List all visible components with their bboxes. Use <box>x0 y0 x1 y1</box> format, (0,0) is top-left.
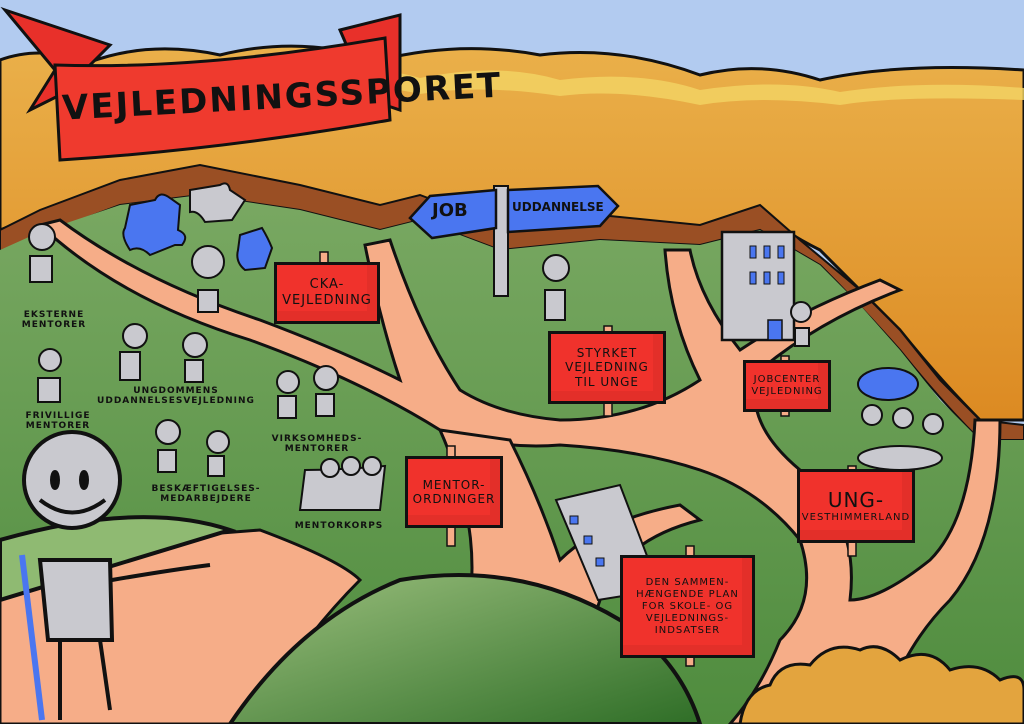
figure-eksterne-mentorer <box>28 223 56 283</box>
label-line: Eksterne <box>23 310 85 320</box>
puzzle-piece-icon <box>236 226 274 272</box>
figure-ungdommens-vejleder <box>119 323 208 383</box>
meeting-people <box>861 404 944 435</box>
speech-bubble-icon <box>857 367 919 401</box>
hill-foreground <box>227 573 703 724</box>
label-virksomheds-mentorer: Virksomheds- mentorer <box>262 434 372 455</box>
sign-cka-vejledning: CKA- vejledning <box>274 262 380 324</box>
sign-ung-vesthimmerland: UNG- Vesthimmerland <box>797 469 915 543</box>
figure-frivillige-mentorer <box>37 348 62 403</box>
sign-line: vejledning <box>282 293 372 308</box>
banner-tail-left <box>0 6 113 114</box>
puzzle-piece-icon <box>189 182 247 224</box>
sign-line: vejledning <box>751 386 823 397</box>
label-line: Virksomheds- <box>271 434 363 444</box>
label-beskaeftigelses-medarbejdere: Beskæftigelses- medarbejdere <box>136 484 276 505</box>
sign-line: CKA- <box>309 277 345 293</box>
figure-thinking-woman <box>542 254 570 321</box>
banner-ribbon <box>53 36 392 162</box>
sign-line: ordninger <box>412 492 496 506</box>
sign-line: til unge <box>574 374 639 389</box>
label-line: uddannelsesvejledning <box>97 396 255 407</box>
label-line: Frivillige <box>25 411 91 421</box>
sign-line: vejledning <box>565 360 649 375</box>
signpost-label-job: Job <box>432 200 468 221</box>
label-ungdommens-uddannelsesvejledning: Ungdommens uddannelsesvejledning <box>86 386 266 407</box>
figure-mentorkorps <box>298 456 387 511</box>
label-mentorkorps: Mentorkorps <box>284 521 394 531</box>
figure-virksomheds-mentorer <box>276 365 339 419</box>
signpost-arrow-uddannelse <box>506 184 620 234</box>
signpost-pole <box>493 185 509 297</box>
sign-line: Mentor- <box>422 477 486 492</box>
signpost-arrow-job <box>408 188 498 240</box>
label-line: Mentorkorps <box>294 521 384 531</box>
sign-line: vejlednings- <box>645 612 730 624</box>
sign-sammenhaengende-plan: Den sammen- hængende plan for skole- og … <box>620 555 755 658</box>
sign-line: for skole- og <box>641 600 734 612</box>
figure-jobcenter-employee <box>790 301 812 347</box>
building-windows <box>749 245 785 285</box>
label-eksterne-mentorer: Eksterne mentorer <box>14 310 94 331</box>
label-line: Ungdommens <box>133 386 219 396</box>
main-hiker-figure <box>22 430 211 720</box>
sign-styrket-vejledning: Styrket vejledning til unge <box>548 331 666 404</box>
sign-line: hængende plan <box>636 588 739 600</box>
label-line: Beskæftigelses- <box>151 484 261 494</box>
label-line: mentorer <box>25 421 91 432</box>
building-door <box>767 319 783 341</box>
figure-beskaeftigelses <box>155 419 230 477</box>
label-frivillige-mentorer: Frivillige mentorer <box>18 411 98 432</box>
sign-line: Jobcenter <box>753 374 821 385</box>
sign-line: UNG- <box>827 488 885 512</box>
sign-jobcenter-vejledning: Jobcenter vejledning <box>743 360 831 412</box>
signpost-label-uddannelse: Uddannelse <box>512 200 604 214</box>
label-line: mentorer <box>284 444 350 455</box>
sign-line: Den sammen- <box>645 576 730 588</box>
label-line: mentorer <box>21 320 87 331</box>
checkbox-icons <box>569 515 605 567</box>
hiking-stick-icon <box>19 554 45 721</box>
puzzle-piece-icon <box>122 193 187 257</box>
sign-line: indsatser <box>654 624 721 636</box>
meeting-table <box>857 445 943 471</box>
sign-mentorordninger: Mentor- ordninger <box>405 456 503 528</box>
forest-highlight <box>300 69 1024 105</box>
label-line: medarbejdere <box>160 494 252 505</box>
bush-bottom-right <box>738 645 1024 724</box>
figure-puzzle-person <box>191 245 225 313</box>
sign-line: Vesthimmerland <box>801 512 911 523</box>
sign-line: Styrket <box>576 345 638 360</box>
